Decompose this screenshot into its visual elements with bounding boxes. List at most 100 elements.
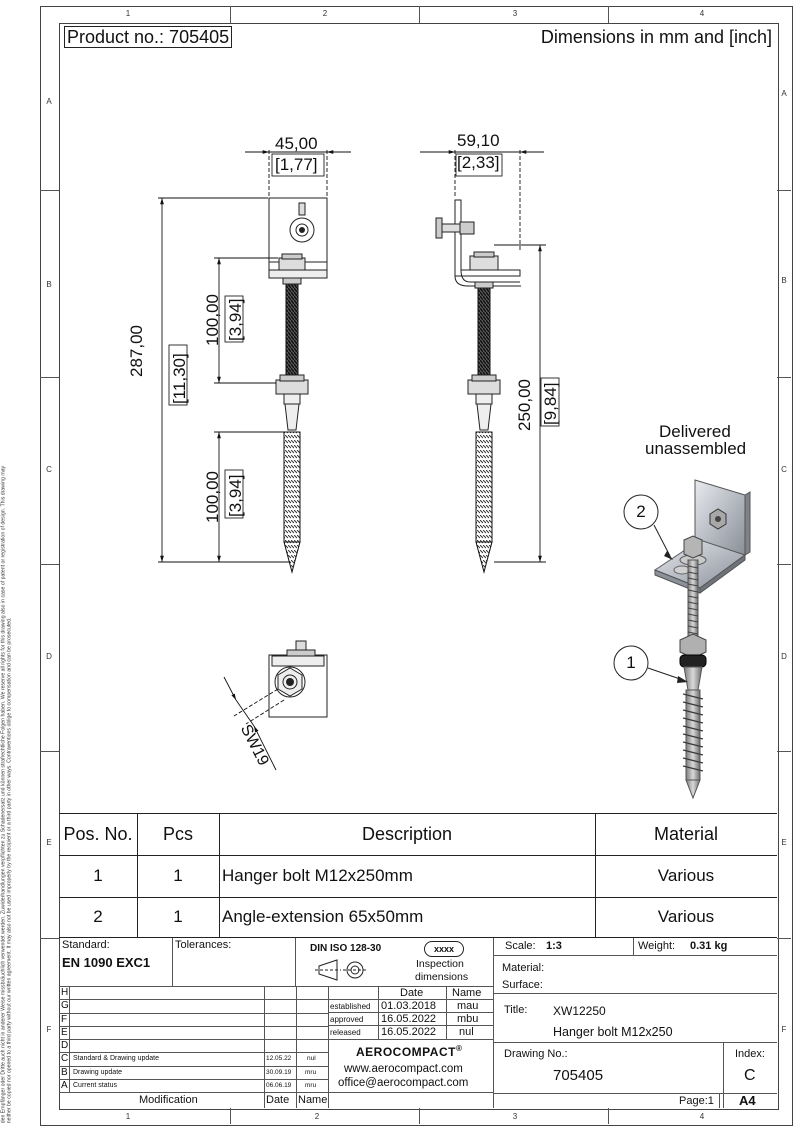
zone-row-label: E	[781, 838, 787, 847]
zone-divider	[40, 751, 59, 752]
dim-side-width: 59,10	[457, 131, 500, 150]
zone-row-label: F	[781, 1025, 787, 1034]
top-view	[268, 640, 328, 718]
zone-row-label: E	[46, 838, 52, 847]
balloon-2: 2	[636, 502, 646, 521]
rev-b-name: mru	[305, 1069, 317, 1076]
rev-b-text: Drawing update	[73, 1069, 123, 1076]
approved-label: approved	[330, 1015, 364, 1024]
balloon-1: 1	[626, 653, 636, 672]
index-label: Index:	[735, 1048, 765, 1060]
company-name: AEROCOMPACT	[356, 1045, 456, 1059]
inspection-line2: dimensions	[415, 971, 469, 983]
bom-row-1-material: Various	[657, 866, 715, 885]
zone-divider	[777, 751, 791, 752]
zone-col-label: 4	[699, 9, 705, 18]
released-name: nul	[459, 1026, 474, 1038]
zone-divider	[777, 938, 791, 939]
dim-lower-thread-inch: [3,94]	[226, 474, 245, 517]
sheet-format: A4	[739, 1093, 756, 1108]
zone-row-label: A	[781, 89, 787, 98]
drawing-no-label: Drawing No.:	[504, 1048, 568, 1060]
sheet-outer-frame	[40, 6, 793, 1126]
tolerances-label: Tolerances:	[175, 939, 232, 951]
dim-front-width-inch: [1,77]	[275, 155, 318, 174]
projection-symbol	[315, 959, 367, 981]
established-label: established	[330, 1002, 371, 1011]
din-iso-label: DIN ISO 128-30	[310, 943, 382, 954]
rev-c-name: nul	[307, 1055, 316, 1062]
weight-label: Weight:	[638, 940, 676, 952]
zone-col-label: 1	[125, 9, 131, 18]
rev-date-label: Date	[266, 1094, 290, 1106]
modification-label: Modification	[139, 1094, 198, 1106]
drawing-no-value: 705405	[553, 1067, 604, 1084]
bom-row-2-description: Angle-extension 65x50mm	[222, 907, 424, 926]
scale-value: 1:3	[546, 940, 562, 952]
zone-row-label: A	[46, 97, 52, 106]
rev-c-date: 12.05.22	[266, 1055, 292, 1062]
zone-divider	[777, 564, 791, 565]
title-label: Title:	[504, 1004, 528, 1016]
product-number: Product no.: 705405	[64, 26, 233, 48]
bom-row-2-material: Various	[657, 907, 715, 926]
approval-date-header: Date	[400, 987, 424, 999]
established-name: mau	[457, 1000, 479, 1012]
established-date: 01.03.2018	[381, 1000, 437, 1012]
bom-header-description: Description	[361, 823, 453, 844]
rev-letter: G	[61, 1000, 69, 1011]
title-code: XW12250	[553, 1004, 606, 1018]
zone-col-label: 3	[512, 1112, 518, 1121]
dim-upper-thread: 100,00	[203, 294, 222, 346]
side-view	[435, 199, 521, 574]
zone-divider	[608, 1108, 609, 1124]
zone-divider	[419, 1108, 420, 1124]
zone-row-label: F	[46, 1025, 52, 1034]
bom-row-1-pcs: 1	[173, 866, 183, 885]
side-dims	[420, 148, 560, 563]
standard-value: EN 1090 EXC1	[62, 955, 151, 970]
front-view	[268, 197, 328, 574]
zone-divider	[608, 6, 609, 23]
inspection-badge: xxxx	[424, 941, 464, 957]
zone-divider	[40, 377, 59, 378]
rev-letter: C	[61, 1053, 69, 1064]
page-label: Page:1	[679, 1095, 714, 1107]
dim-total-length: 287,00	[127, 325, 146, 377]
rev-c-text: Standard & Drawing update	[73, 1055, 159, 1062]
zone-row-label: D	[781, 652, 787, 661]
rev-letter: D	[61, 1040, 69, 1051]
zone-col-label: 2	[322, 9, 328, 18]
zone-col-label: 1	[125, 1112, 131, 1121]
rev-b-date: 30.09.19	[266, 1069, 292, 1076]
zone-col-label: 2	[314, 1112, 320, 1121]
rev-name-label: Name	[298, 1094, 328, 1106]
material-label: Material:	[502, 962, 545, 974]
delivered-note-line1: Delivered	[659, 422, 731, 441]
zone-divider	[230, 6, 231, 23]
sw-dims	[223, 676, 285, 771]
isometric-view	[613, 479, 751, 800]
zone-row-label: B	[46, 280, 52, 289]
dim-upper-thread-inch: [3,94]	[226, 298, 245, 341]
zone-col-label: 3	[512, 9, 518, 18]
index-value: C	[744, 1067, 756, 1084]
units-note: Dimensions in mm and [inch]	[540, 27, 772, 47]
inspection-line1: Inspection	[416, 958, 464, 970]
weight-value: 0.31 kg	[690, 940, 728, 952]
rev-letter: E	[61, 1027, 68, 1038]
bom-header-pcs: Pcs	[162, 823, 193, 844]
zone-row-label: C	[781, 465, 787, 474]
rev-letter: B	[61, 1067, 68, 1078]
rev-letter: A	[61, 1080, 68, 1091]
zone-divider	[777, 377, 791, 378]
dim-side-width-inch: [2,33]	[457, 153, 500, 172]
title-block: Standard: EN 1090 EXC1 Tolerances: DIN I…	[59, 938, 777, 1108]
bom-header-pos: Pos. No.	[63, 823, 133, 844]
bom-row-2-pcs: 1	[173, 907, 183, 926]
approved-date: 16.05.2022	[381, 1013, 437, 1025]
zone-divider	[419, 6, 420, 23]
bom-row-1-pos: 1	[93, 866, 103, 885]
rev-letter: H	[61, 987, 69, 998]
company-logo-text: AEROCOMPACT®	[356, 1044, 462, 1059]
